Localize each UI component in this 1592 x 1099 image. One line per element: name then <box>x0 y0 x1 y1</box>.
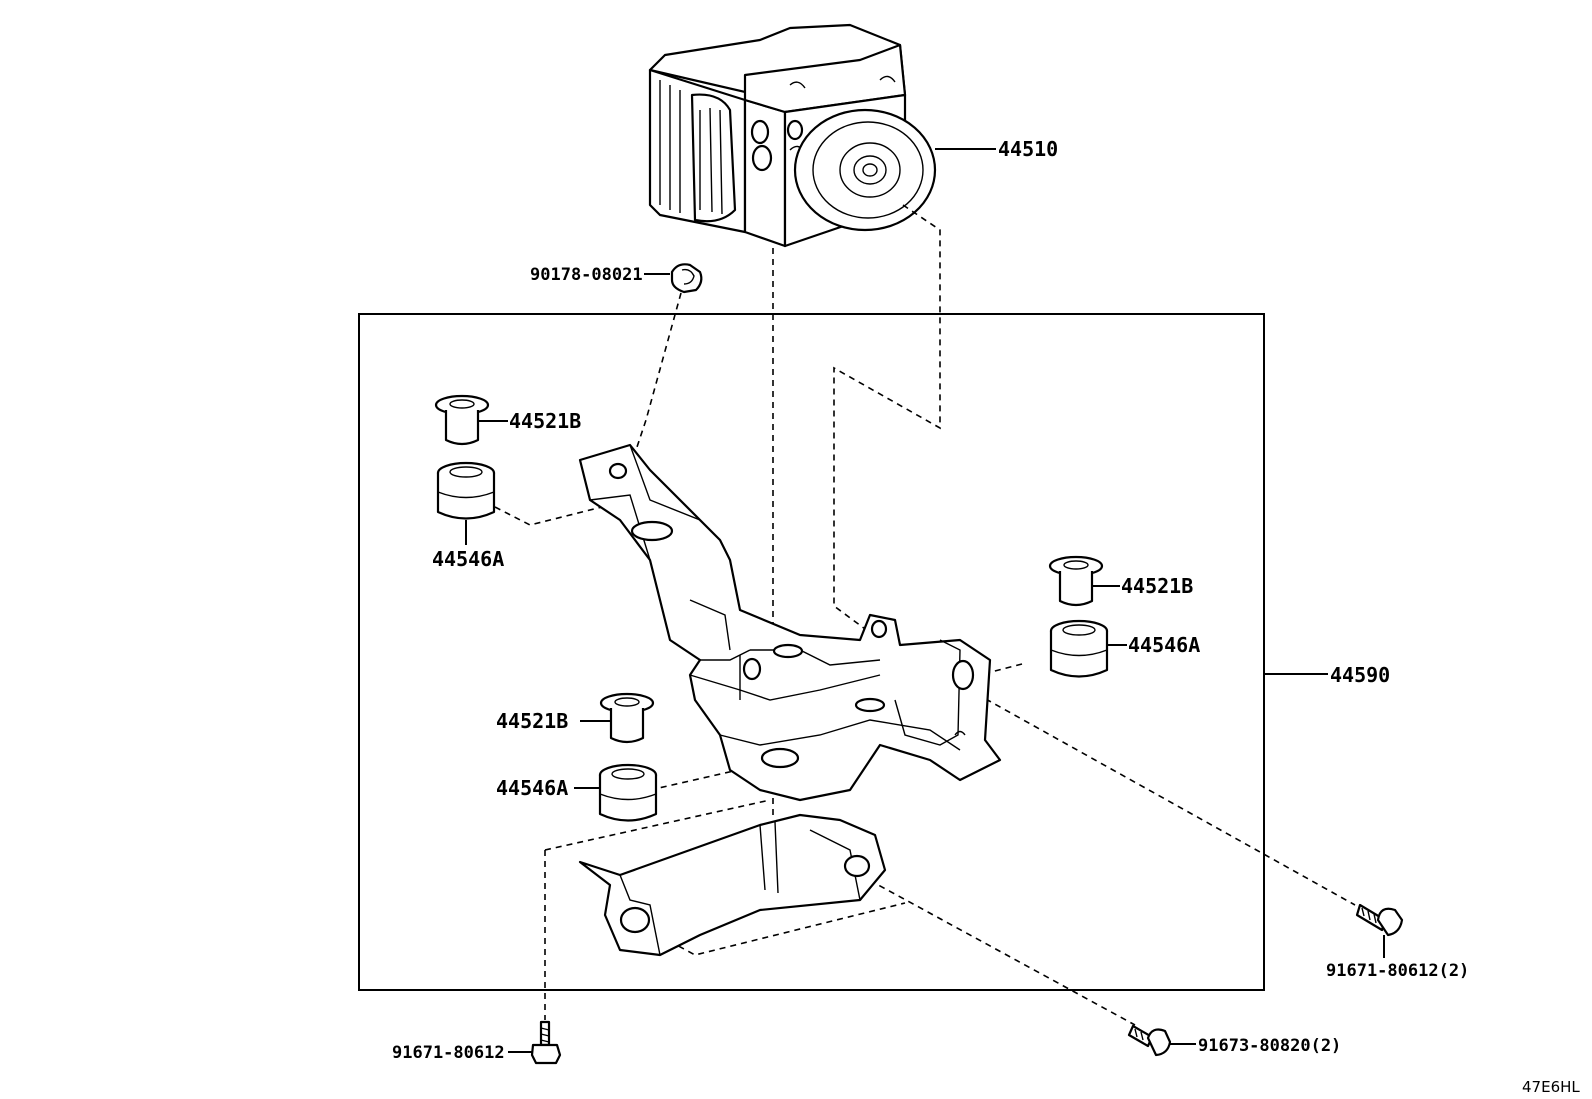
sleeve-lower-part[interactable] <box>599 692 655 744</box>
label-sleeve-right: 44521B <box>1121 574 1193 598</box>
assembly-frame <box>358 313 1265 991</box>
label-sleeve-upper-left: 44521B <box>509 409 581 433</box>
sleeve-upper-left-part[interactable] <box>434 394 490 446</box>
label-cushion-right: 44546A <box>1128 633 1200 657</box>
label-bolt-right: 91671-80612(2) <box>1326 961 1469 981</box>
label-bracket-assembly: 44590 <box>1330 663 1390 687</box>
bracket-part[interactable] <box>578 443 1002 802</box>
label-sleeve-lower: 44521B <box>496 709 568 733</box>
label-nut-top: 90178-08021 <box>530 265 643 285</box>
bolt-right-part[interactable] <box>1355 903 1404 937</box>
bolt-bottom-left-part[interactable] <box>530 1020 562 1065</box>
abs-actuator-part[interactable] <box>648 23 937 248</box>
bolt-bottom-right-part[interactable] <box>1127 1024 1172 1057</box>
cushion-lower-part[interactable] <box>598 763 658 822</box>
label-actuator: 44510 <box>998 137 1058 161</box>
lower-plate-part[interactable] <box>578 813 887 957</box>
label-bolt-bottom-left: 91671-80612 <box>392 1043 505 1063</box>
label-cushion-upper-left: 44546A <box>432 547 504 571</box>
cushion-right-part[interactable] <box>1049 619 1109 678</box>
cushion-upper-left-part[interactable] <box>436 461 496 520</box>
sleeve-right-part[interactable] <box>1048 555 1104 607</box>
label-bolt-bottom-right: 91673-80820(2) <box>1198 1036 1341 1056</box>
label-cushion-lower: 44546A <box>496 776 568 800</box>
figure-code: 47E6HL <box>1522 1078 1580 1096</box>
nut-part[interactable] <box>670 263 703 294</box>
